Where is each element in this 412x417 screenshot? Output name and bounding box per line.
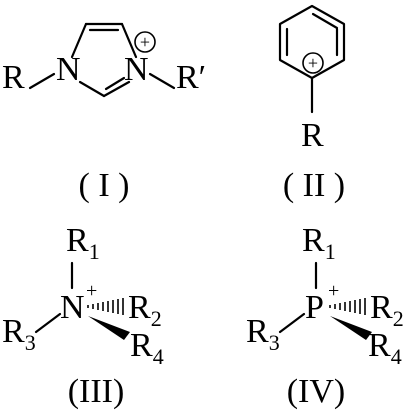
ammonium-structure: R1 N + R2 R4 R3 (III) [2,222,164,410]
substituent-r1: R1 [302,222,336,264]
substituent-r3: R3 [246,313,280,355]
ring-bond [78,80,106,98]
substituent-bond [148,72,176,90]
imidazolium-structure: R N N R′ + ( I ) [2,22,206,204]
hashed-wedge-bond [87,298,124,315]
ring-bond [120,22,138,59]
positive-charge-icon [302,52,324,74]
positive-charge-icon [134,31,156,53]
solid-wedge-bond [88,316,130,340]
substituent-r2: R2 [128,289,162,331]
charge-sign: + [328,280,339,302]
phosphonium-structure: R1 P + R2 R4 R3 (IV) [246,222,404,410]
charge-sign: + [308,53,318,73]
label-iv: (IV) [287,373,346,410]
label-i: ( I ) [79,167,130,204]
central-phosphorus: P [305,289,324,326]
ring-bond [70,22,88,59]
nitrogen-right: N [124,51,149,88]
central-nitrogen: N [60,289,85,326]
substituent-bond [28,72,56,90]
substituent-r2: R2 [370,289,404,331]
substituent-r4: R4 [368,327,402,369]
label-iii: (III) [68,373,125,410]
substituent-r3: R3 [2,313,36,355]
hashed-wedge-bond [329,298,366,315]
substituent-r-prime: R′ [176,59,206,96]
substituent-r: R [2,59,25,96]
pyridinium-structure: + R ( II ) [278,4,345,204]
substituent-r1: R1 [66,222,100,264]
ring-double-bond [311,12,339,30]
substituent-r: R [301,117,324,154]
charge-sign: + [86,280,97,302]
bond-r3 [34,312,62,334]
ring-double-bond [104,76,126,91]
substituent-r4: R4 [130,327,164,369]
label-ii: ( II ) [283,167,345,204]
nitrogen-left: N [56,51,81,88]
bond-r3 [278,312,306,334]
charge-sign: + [140,32,150,52]
solid-wedge-bond [330,316,372,340]
ring-bond [102,80,131,98]
